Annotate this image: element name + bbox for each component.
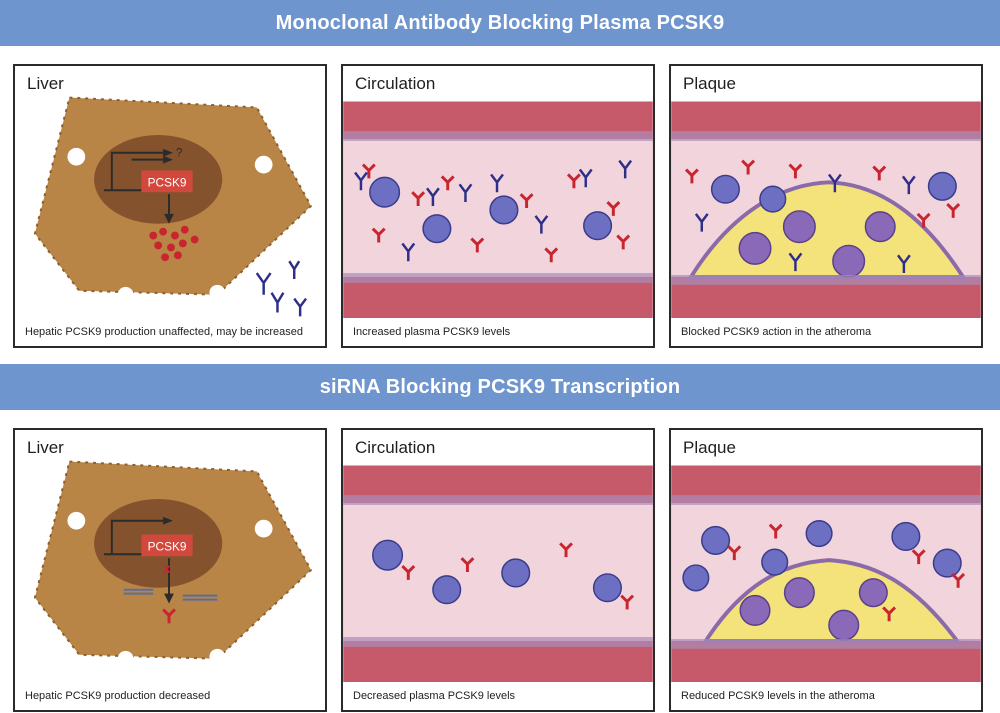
circulation-panel-antibody: Circulation Increased plasma PCSK9 level…: [341, 64, 655, 348]
pcsk9-gene-label: PCSK9: [148, 175, 187, 189]
foam-cells: [738, 210, 896, 278]
pcsk9-molecules: [727, 523, 966, 622]
plaque-panel-sirna: Plaque Reduced PCSK9 levels in the ather…: [669, 428, 983, 712]
panel-title: Plaque: [683, 74, 740, 96]
panel-title: Liver: [27, 438, 68, 460]
pcsk9-gene-label: PCSK9: [148, 539, 187, 553]
atheroma-illustration: [671, 465, 981, 685]
pcsk9-molecules: [149, 225, 199, 262]
panel-caption: Hepatic PCSK9 production unaffected, may…: [15, 318, 325, 346]
sirna-strands: [123, 588, 218, 601]
panel-caption: Decreased plasma PCSK9 levels: [343, 682, 653, 710]
pcsk9-molecules: [361, 163, 631, 263]
pcsk9-molecules: [684, 159, 961, 228]
atheroma-illustration: [671, 101, 981, 321]
panel-title: Circulation: [355, 438, 440, 460]
liver-cell-illustration: PCSK9 ?: [33, 96, 313, 317]
pcsk9-gene-box: [141, 170, 193, 193]
panel-caption: Hepatic PCSK9 production decreased: [15, 682, 325, 710]
blood-vessel-illustration: [343, 101, 653, 321]
immune-cells: [710, 171, 957, 213]
plaque-panel-antibody: Plaque Blocked PCSK9 action in the ather…: [669, 64, 983, 348]
blood-vessel-illustration: [343, 465, 653, 685]
panel-title: Circulation: [355, 74, 440, 96]
antibodies: [255, 260, 308, 317]
section-title-antibody: Monoclonal Antibody Blocking Plasma PCSK…: [0, 0, 1000, 46]
question-mark: ?: [176, 146, 183, 160]
circulation-panel-sirna: Circulation Decreased plasma PCSK9 level…: [341, 428, 655, 712]
liver-cell-illustration: PCSK9 x: [33, 460, 313, 667]
antibodies: [354, 159, 633, 262]
panel-title: Plaque: [683, 438, 740, 460]
pcsk9-gene-box: [141, 534, 193, 557]
panel-title: Liver: [27, 74, 68, 96]
panel-caption: Reduced PCSK9 levels in the atheroma: [671, 682, 981, 710]
antibodies: [694, 173, 916, 274]
immune-cells: [372, 539, 622, 605]
immune-cells: [369, 176, 613, 244]
plaque: [702, 558, 962, 643]
block-x-icon: x: [163, 561, 171, 576]
panel-caption: Increased plasma PCSK9 levels: [343, 318, 653, 346]
pcsk9-molecules: [401, 542, 635, 610]
liver-panel-sirna: PCSK9 x Liver Hepatic PCSK9 production d…: [13, 428, 327, 712]
section-title-sirna: siRNA Blocking PCSK9 Transcription: [0, 364, 1000, 410]
liver-panel-antibody: PCSK9 ? Liver Hepatic PCSK9 production u…: [13, 64, 327, 348]
foam-cells: [739, 577, 888, 641]
pcsk9-molecules: [162, 608, 176, 624]
panel-caption: Blocked PCSK9 action in the atheroma: [671, 318, 981, 346]
immune-cells: [682, 519, 962, 592]
